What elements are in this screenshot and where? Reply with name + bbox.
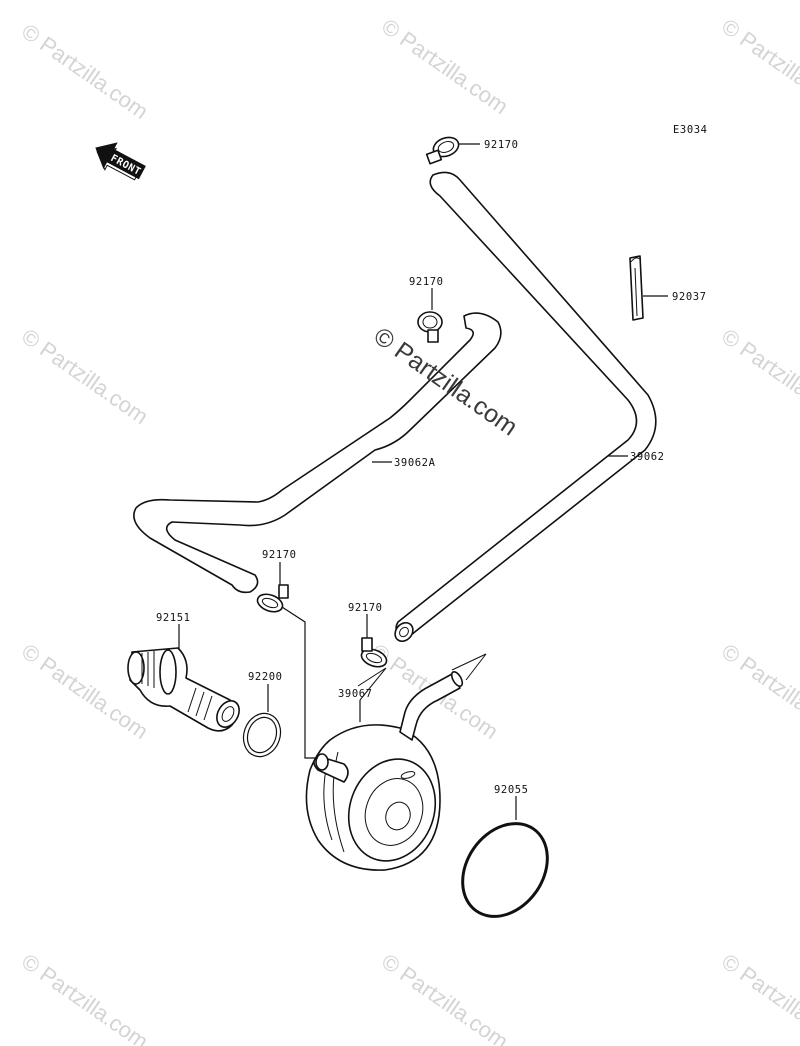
clamp-left-92170 xyxy=(256,584,289,613)
watermark: © Partzilla.com xyxy=(717,14,800,120)
clamp-top-92170 xyxy=(425,136,460,165)
watermark: © Partzilla.com xyxy=(717,324,800,430)
label-band: 92037 xyxy=(672,291,707,303)
label-gasket: 92200 xyxy=(248,671,283,683)
watermark: © Partzilla.com xyxy=(17,324,153,430)
label-hose-a: 39062A xyxy=(394,457,436,469)
label-fitting: 92151 xyxy=(156,612,191,624)
watermark: © Partzilla.com xyxy=(377,949,513,1046)
gasket-92200 xyxy=(242,712,282,758)
hose-39062 xyxy=(394,171,657,643)
hose-39062a xyxy=(133,312,502,594)
label-clamp-left: 92170 xyxy=(262,549,297,561)
watermark: © Partzilla.com xyxy=(17,19,153,125)
watermark: © Partzilla.com xyxy=(717,639,800,745)
watermark: © Partzilla.com xyxy=(17,949,153,1046)
front-arrow-icon: FRONT xyxy=(95,142,146,181)
label-hose-main: 39062 xyxy=(630,451,665,463)
direction-arrow-icon xyxy=(357,667,387,701)
oring-92055 xyxy=(461,822,549,918)
label-oring: 92055 xyxy=(494,784,529,796)
watermark: © Partzilla.com xyxy=(377,14,513,120)
clamp-mid-92170 xyxy=(417,311,443,343)
diagram-code: E3034 xyxy=(673,124,708,136)
label-clamp-mid: 92170 xyxy=(409,276,444,288)
oil-cooler-39067 xyxy=(305,670,464,871)
fitting-92151 xyxy=(127,647,240,732)
leader-lines xyxy=(178,143,668,820)
label-oil-cooler: 39067 xyxy=(338,688,373,700)
label-clamp-top: 92170 xyxy=(484,139,519,151)
band-92037 xyxy=(629,255,644,321)
flow-arrow-icon xyxy=(451,653,487,681)
label-clamp-center: 92170 xyxy=(348,602,383,614)
watermark: © Partzilla.com xyxy=(717,949,800,1046)
